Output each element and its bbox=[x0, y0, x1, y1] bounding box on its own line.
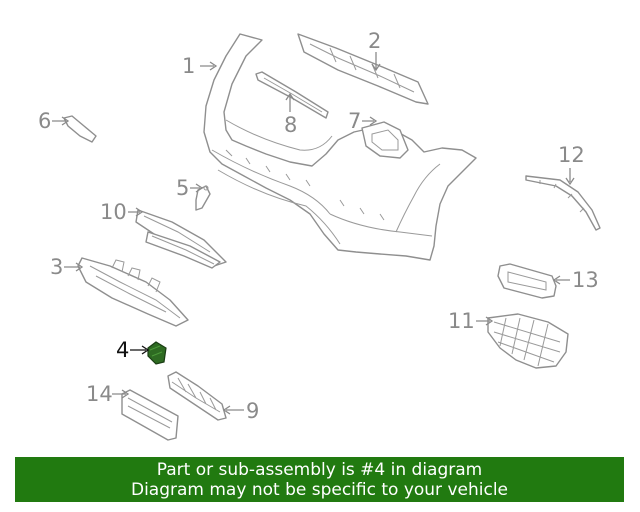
banner-line-disclaimer: Diagram may not be specific to your vehi… bbox=[130, 479, 508, 500]
svg-text:14: 14 bbox=[86, 382, 113, 406]
svg-text:8: 8 bbox=[284, 113, 297, 137]
callout-13: 13 bbox=[552, 268, 599, 292]
svg-text:13: 13 bbox=[572, 268, 599, 292]
svg-text:6: 6 bbox=[38, 109, 51, 133]
part-7-fog-bezel[interactable] bbox=[361, 121, 409, 159]
callout-10: 10 bbox=[100, 200, 144, 224]
info-banner: Part or sub-assembly is #4 in diagram Di… bbox=[15, 457, 624, 502]
callout-2: 2 bbox=[368, 29, 381, 72]
part-5-clip[interactable] bbox=[195, 185, 211, 211]
svg-text:2: 2 bbox=[368, 29, 381, 53]
part-13-marker-bezel[interactable] bbox=[497, 263, 557, 299]
part-6-bracket[interactable] bbox=[63, 115, 97, 143]
svg-text:12: 12 bbox=[558, 143, 585, 167]
part-12-arch-molding[interactable] bbox=[525, 175, 601, 231]
svg-text:10: 10 bbox=[100, 200, 127, 224]
callout-4: 4 bbox=[116, 338, 150, 362]
part-10-air-guide[interactable] bbox=[135, 209, 227, 269]
svg-text:11: 11 bbox=[448, 309, 475, 333]
part-11-side-grille[interactable] bbox=[487, 313, 569, 369]
callout-11: 11 bbox=[448, 309, 494, 333]
part-1-bumper-cover[interactable] bbox=[203, 33, 477, 261]
svg-text:4: 4 bbox=[116, 338, 129, 362]
callout-1: 1 bbox=[182, 54, 218, 78]
part-9-grille-insert[interactable] bbox=[167, 371, 227, 421]
banner-line-part: Part or sub-assembly is #4 in diagram bbox=[156, 459, 483, 480]
callout-5: 5 bbox=[176, 176, 204, 200]
part-4-bracket[interactable] bbox=[147, 341, 167, 365]
callout-9: 9 bbox=[222, 399, 259, 423]
callout-8: 8 bbox=[284, 92, 297, 137]
part-8-trim-strip[interactable] bbox=[255, 71, 329, 119]
svg-text:3: 3 bbox=[50, 255, 63, 279]
part-14-plate-bracket[interactable] bbox=[121, 389, 179, 441]
svg-text:9: 9 bbox=[246, 399, 259, 423]
callout-7: 7 bbox=[348, 109, 378, 133]
svg-text:1: 1 bbox=[182, 54, 195, 78]
part-2-upper-trim[interactable] bbox=[297, 33, 429, 105]
svg-text:5: 5 bbox=[176, 176, 189, 200]
callout-12: 12 bbox=[558, 143, 585, 186]
callout-14: 14 bbox=[86, 382, 130, 406]
parts-diagram: 1 2 3 4 5 6 7 8 9 10 11 12 bbox=[38, 29, 601, 441]
svg-text:7: 7 bbox=[348, 109, 361, 133]
part-3-lower-grille-frame[interactable] bbox=[77, 257, 189, 327]
callout-6: 6 bbox=[38, 109, 70, 133]
callout-3: 3 bbox=[50, 255, 84, 279]
